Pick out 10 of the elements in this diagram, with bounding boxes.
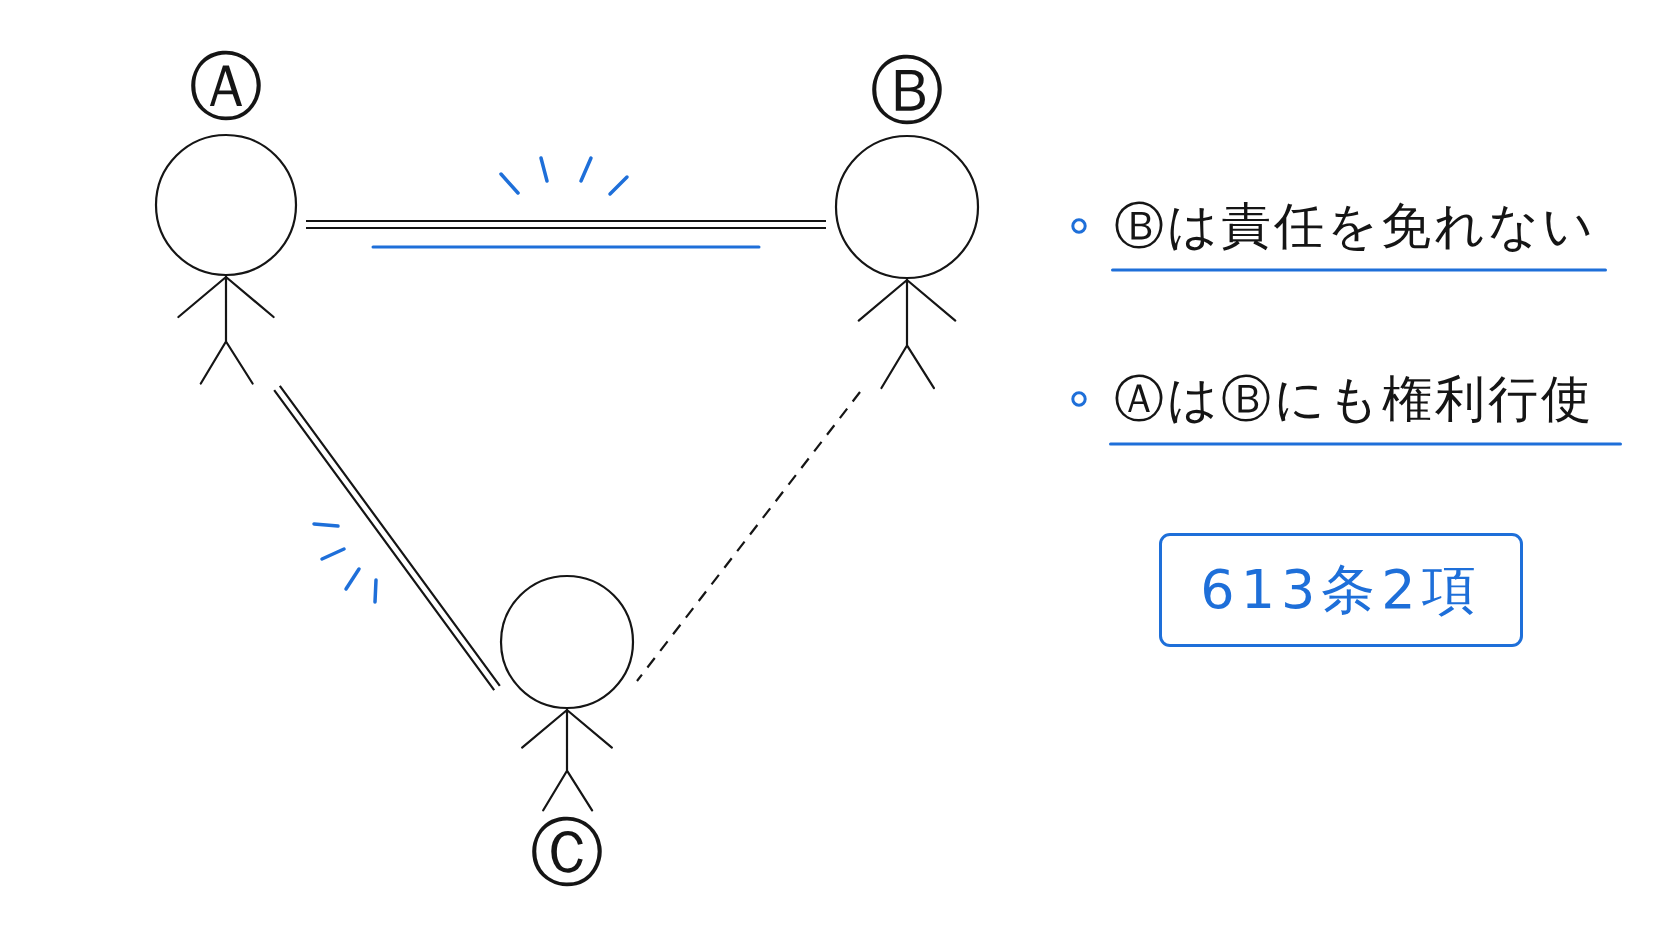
reference-box bbox=[1159, 533, 1523, 647]
person-label: Ⓑ bbox=[870, 53, 944, 127]
note-text: Ⓑは責任を免れない bbox=[1114, 196, 1596, 256]
double-line bbox=[273, 384, 501, 692]
article-reference: 613条2項 bbox=[1200, 558, 1482, 622]
person-label: Ⓒ bbox=[530, 815, 604, 889]
person-label: Ⓐ bbox=[189, 49, 263, 123]
double-line bbox=[304, 219, 828, 230]
note-text: ⒶはⒷにも権利行使 bbox=[1114, 369, 1594, 429]
dashed-line bbox=[636, 391, 861, 682]
